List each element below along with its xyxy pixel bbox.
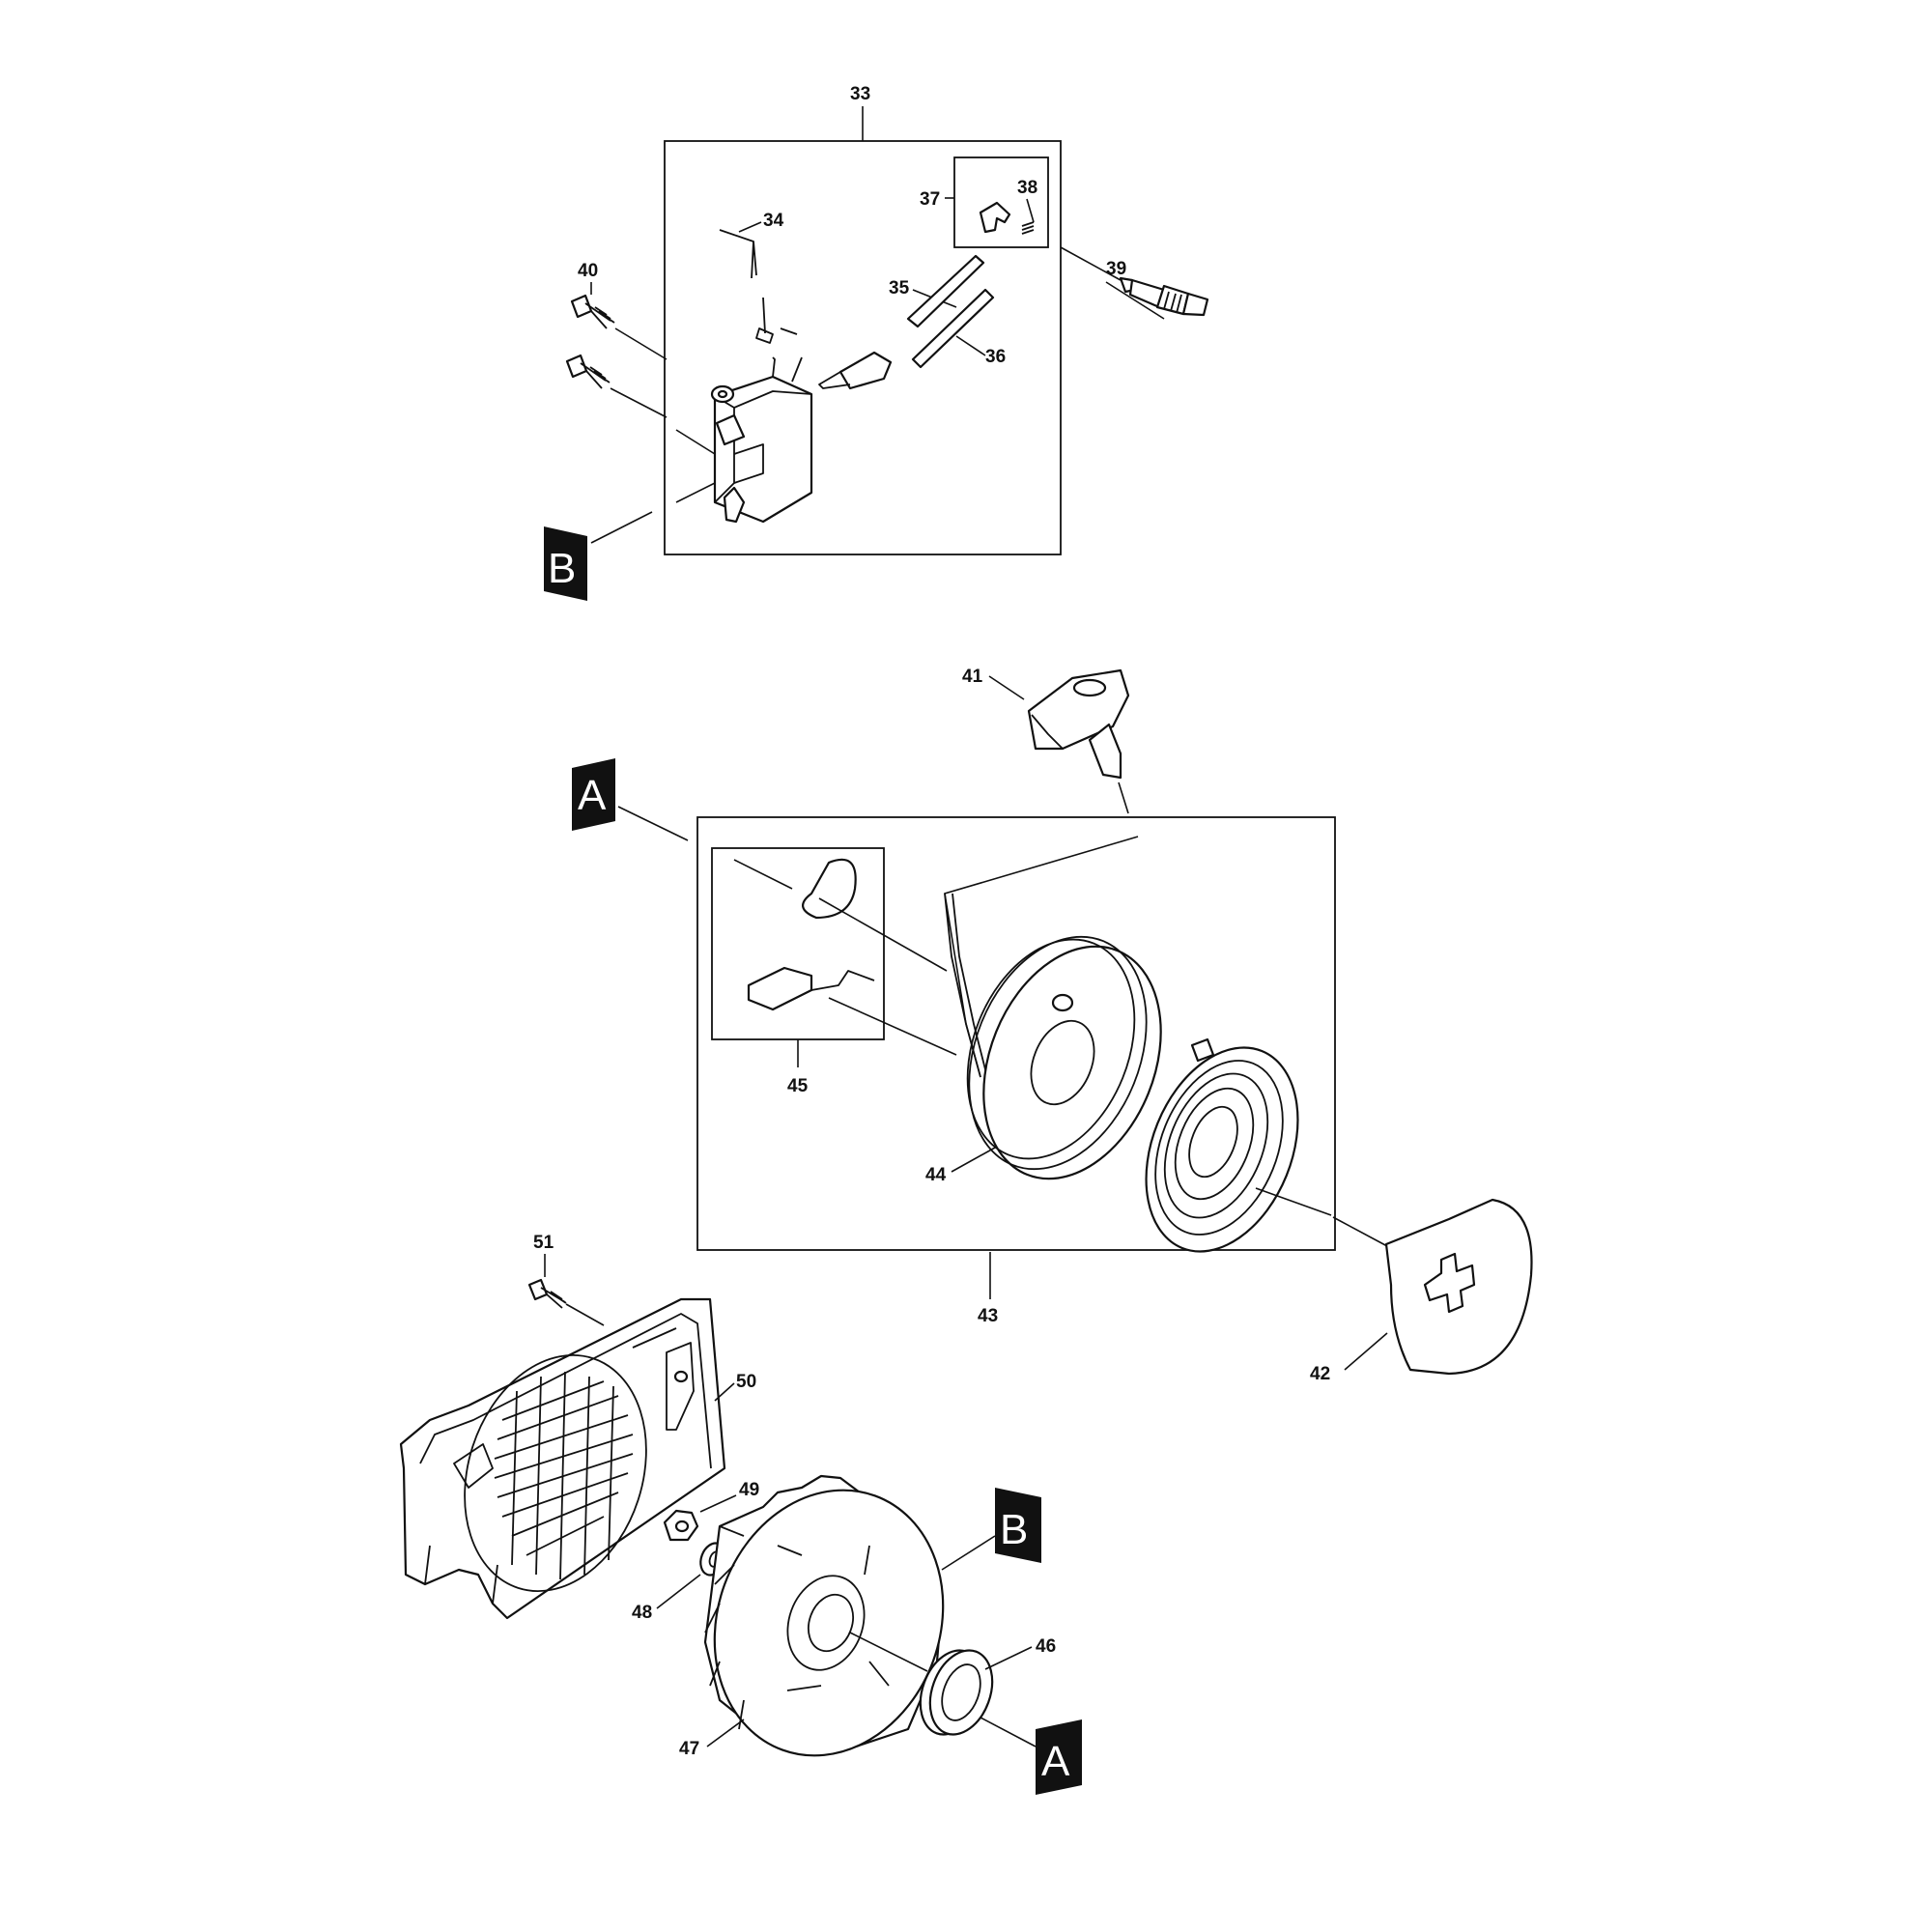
hv-connector [838,351,893,390]
callout-46: 46 [1036,1636,1056,1657]
housing-group: 51 50 49 [399,1233,1082,1795]
reference-tag-a-middle: A [572,758,615,831]
recoil-starter-frame [696,816,1336,1251]
callout-50: 50 [736,1372,756,1392]
callout-39: 39 [1106,259,1126,279]
starter-group: 41 45 44 [572,667,1533,1384]
starter-rope [944,893,981,1078]
ignition-coil-assembly-frame [664,140,1062,555]
ratchet-pawl [747,966,813,1011]
callout-44: 44 [925,1165,947,1185]
callout-41: 41 [962,667,983,687]
callout-33: 33 [850,84,870,104]
ignition-coil [710,356,813,524]
spring [1021,221,1035,235]
plug-cap-subframe [953,156,1049,248]
callout-38: 38 [1017,178,1037,198]
svg-text:A: A [1041,1738,1070,1785]
callout-37: 37 [920,189,940,210]
tube-35 [906,254,985,328]
plug-cap [979,201,1011,234]
rope-guide [802,858,857,920]
svg-text:B: B [548,545,576,592]
callout-42: 42 [1310,1364,1330,1384]
ground-wire [719,229,757,279]
reference-tag-b-upper: B [544,526,587,601]
callout-48: 48 [632,1603,652,1623]
callout-43: 43 [978,1306,998,1326]
bolt-upper [570,294,615,329]
spark-plug [1119,276,1209,317]
flywheel-nut [663,1509,699,1542]
callout-51: 51 [533,1233,554,1253]
starter-reel [966,935,1162,1180]
svg-text:A: A [578,772,607,819]
callout-34: 34 [763,211,784,231]
callout-40: 40 [578,261,598,281]
flywheel [703,1474,945,1757]
wire-terminal [755,297,798,344]
callout-35: 35 [889,278,910,298]
ignition-group: 33 37 38 39 34 35 36 [544,84,1209,601]
svg-text:B: B [1000,1506,1028,1553]
cover-plate [1384,1198,1533,1376]
reference-tag-a-lower: A [1036,1719,1082,1795]
callout-36: 36 [985,347,1006,367]
callout-49: 49 [739,1480,759,1500]
bolt-lower [565,354,611,389]
tube-36 [911,288,995,369]
housing-screw [527,1278,567,1309]
starter-pulley [919,1649,994,1736]
callout-47: 47 [679,1739,699,1759]
callout-45: 45 [787,1076,809,1096]
fan-housing [399,1297,726,1620]
reference-tag-b-lower: B [995,1488,1041,1563]
starter-handle [1027,668,1130,780]
recoil-spring [1145,1037,1299,1253]
